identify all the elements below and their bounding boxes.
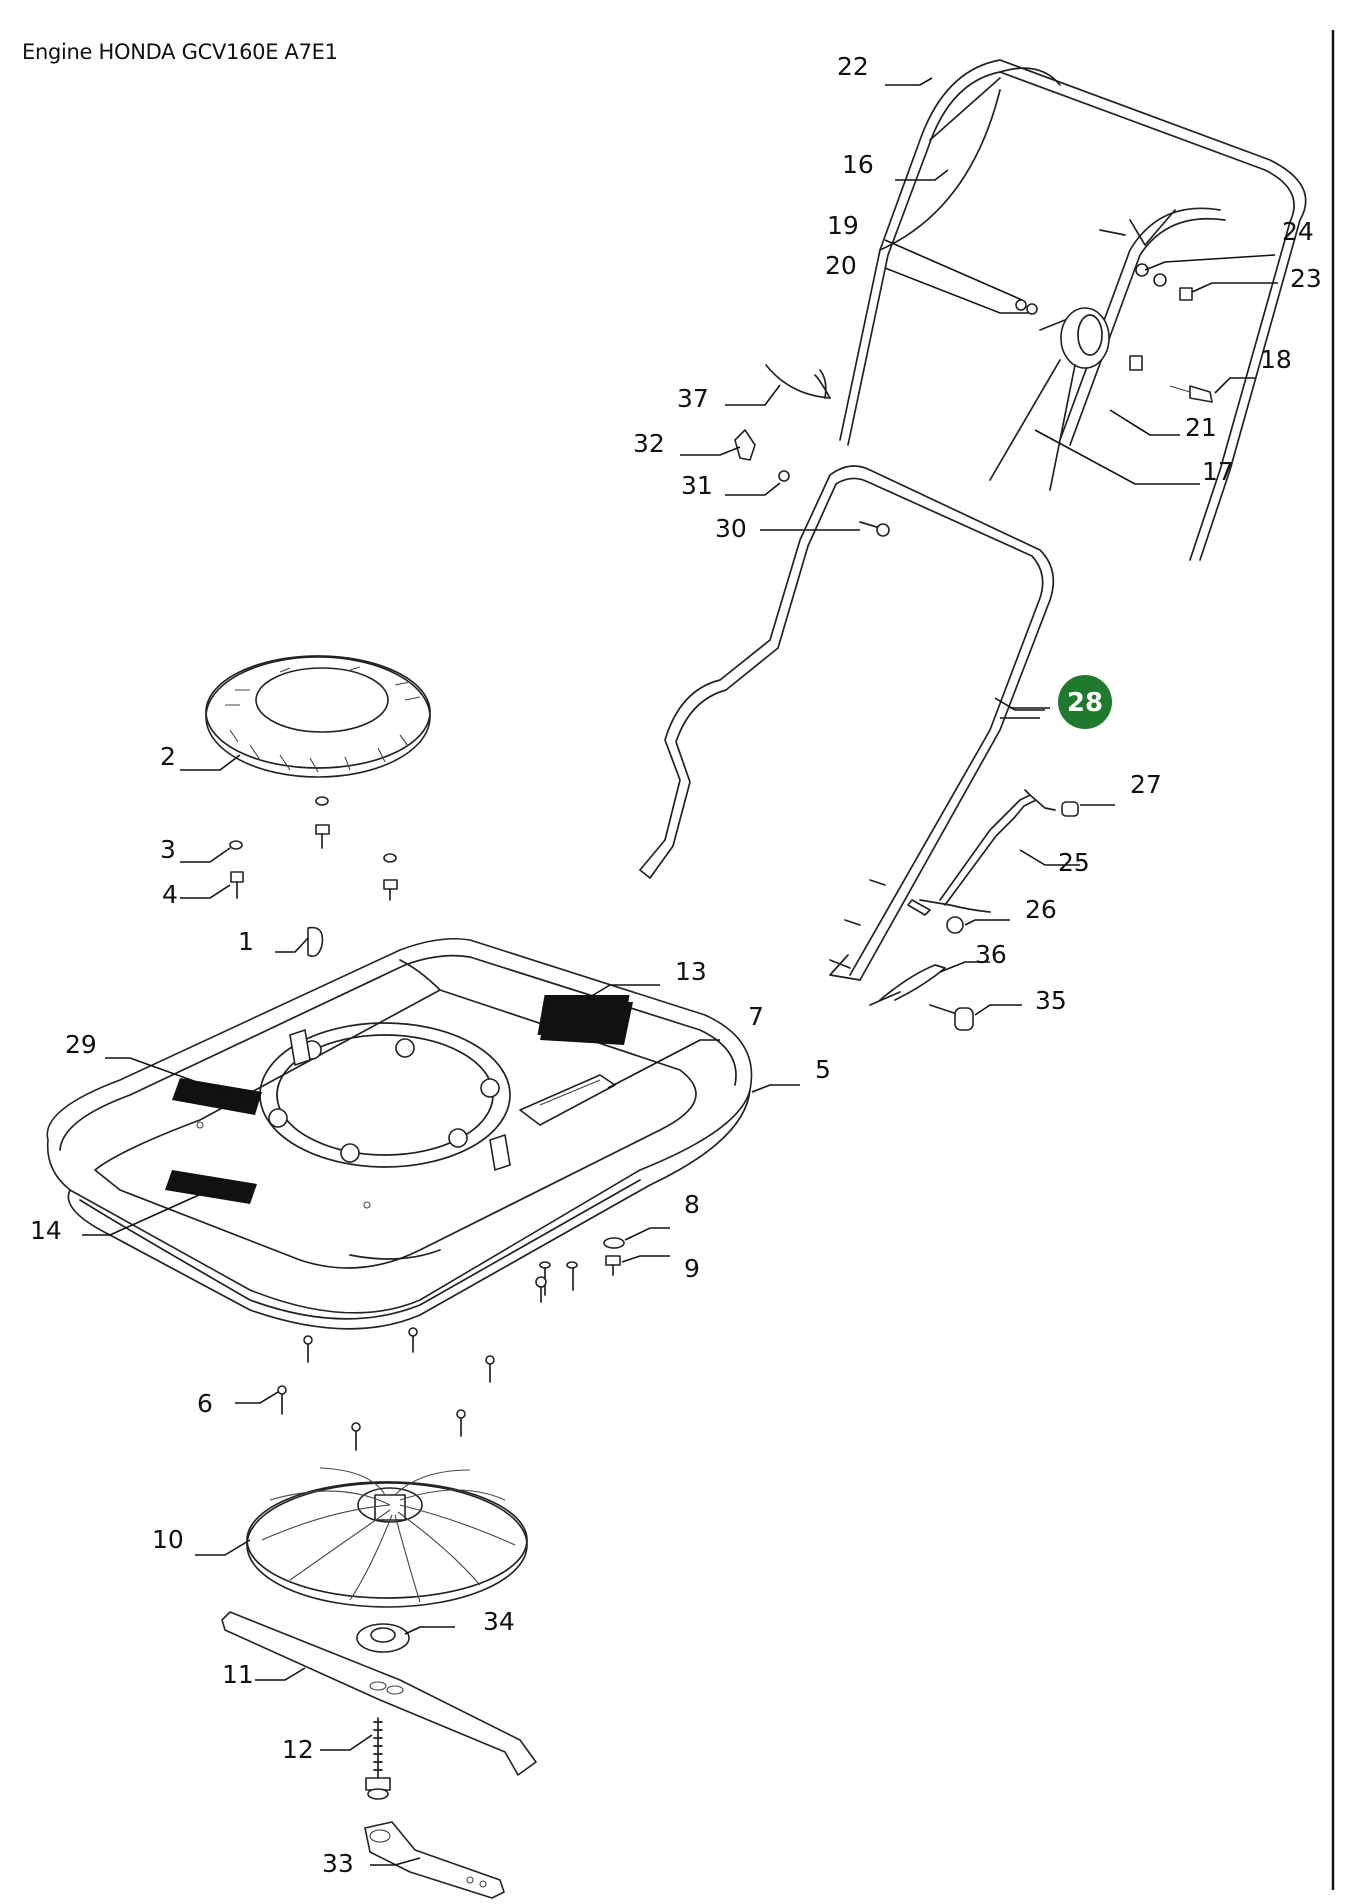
label-26: 26 <box>1025 895 1057 924</box>
knob-35 <box>929 1004 974 1031</box>
small-hardware-19-20 <box>1015 299 1038 315</box>
screws-6 <box>277 1327 495 1451</box>
label-3: 3 <box>160 835 176 864</box>
label-16: 16 <box>842 150 874 179</box>
label-29: 29 <box>65 1030 97 1059</box>
label-17: 17 <box>1202 457 1234 486</box>
label-2: 2 <box>160 742 176 771</box>
highlight-label: 28 <box>1067 688 1103 718</box>
label-37: 37 <box>677 384 709 413</box>
label-25: 25 <box>1058 848 1090 877</box>
label-18: 18 <box>1260 345 1292 374</box>
engine-mount-ring <box>259 1022 511 1171</box>
ring-screws <box>315 796 398 901</box>
label-32: 32 <box>633 429 665 458</box>
bolt-9 <box>605 1255 621 1276</box>
washer-31 <box>778 470 790 482</box>
label-33: 33 <box>322 1849 354 1878</box>
label-34: 34 <box>483 1607 515 1636</box>
blade-11 <box>221 1611 537 1776</box>
decal-29 <box>172 1078 262 1115</box>
upper-handle <box>839 59 1307 561</box>
bushing-26 <box>907 899 964 934</box>
label-24: 24 <box>1282 217 1314 246</box>
label-31: 31 <box>681 471 713 500</box>
label-12: 12 <box>282 1735 314 1764</box>
blade-bolt-12 <box>365 1717 391 1800</box>
bolt-30 <box>859 521 890 537</box>
washer-8 <box>603 1237 625 1249</box>
cable-control-lever <box>989 307 1110 491</box>
lower-handle-28 <box>639 465 1055 981</box>
cap-27 <box>1061 801 1079 817</box>
label-22: 22 <box>837 52 869 81</box>
label-13: 13 <box>675 957 707 986</box>
fan-10 <box>246 1467 528 1608</box>
label-19: 19 <box>827 211 859 240</box>
washer-3 <box>229 840 243 850</box>
small-hardware-23-24 <box>1129 263 1193 371</box>
label-27: 27 <box>1130 770 1162 799</box>
label-20: 20 <box>825 251 857 280</box>
diagram-title: Engine HONDA GCV160E A7E1 <box>22 40 338 64</box>
label-8: 8 <box>684 1190 700 1219</box>
key-1 <box>307 926 324 958</box>
clip-32 <box>734 429 756 461</box>
cable-rod-25 <box>919 789 1056 913</box>
highlight-circle <box>1058 675 1112 729</box>
bolt-18 <box>1169 385 1213 403</box>
label-10: 10 <box>152 1525 184 1554</box>
decal-14 <box>165 1170 257 1204</box>
collection-ring-2 <box>205 655 431 778</box>
label-6: 6 <box>197 1389 213 1418</box>
label-35: 35 <box>1035 986 1067 1015</box>
label-5: 5 <box>815 1055 831 1084</box>
wire-clip-37 <box>765 364 831 399</box>
label-9: 9 <box>684 1254 700 1283</box>
deck-screws <box>535 1261 578 1303</box>
highlighted-part-28-badge[interactable]: 28 <box>1010 675 1112 729</box>
label-7: 7 <box>748 1002 764 1031</box>
label-23: 23 <box>1290 264 1322 293</box>
label-11: 11 <box>222 1660 254 1689</box>
mower-deck-5 <box>46 937 753 1330</box>
pin-36 <box>869 964 946 1006</box>
adapter-34 <box>356 1623 410 1653</box>
blade-support-33 <box>364 1821 505 1899</box>
label-30: 30 <box>715 514 747 543</box>
leader-lines <box>82 77 1278 1866</box>
bolt-4 <box>230 871 244 899</box>
label-14: 14 <box>30 1216 62 1245</box>
label-1: 1 <box>238 927 254 956</box>
label-21: 21 <box>1185 413 1217 442</box>
part-labels: 22 16 19 20 24 23 18 21 17 37 32 31 30 2… <box>30 52 1322 1878</box>
decal-13-shape <box>540 1000 633 1045</box>
label-36: 36 <box>975 940 1007 969</box>
label-4: 4 <box>162 880 178 909</box>
